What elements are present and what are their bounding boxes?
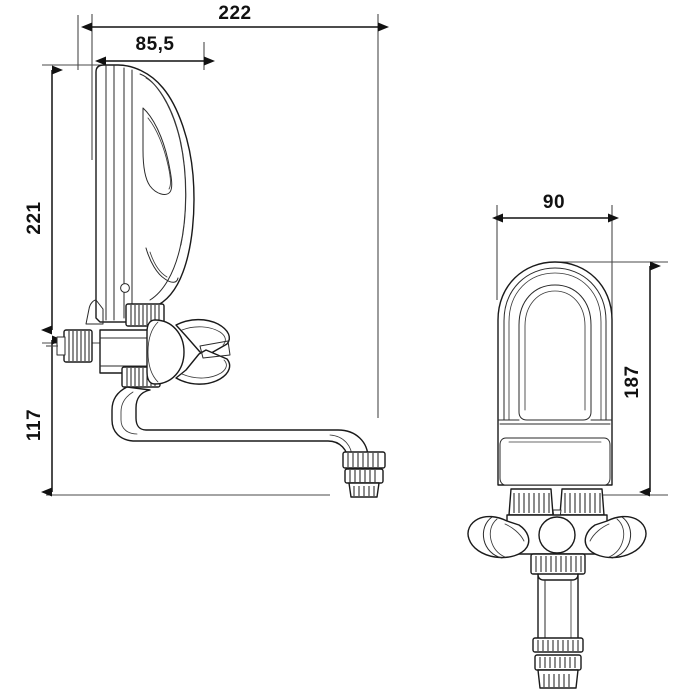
valve-handle-right-front [584,515,647,559]
dimension-label-187: 187 [622,365,643,398]
outlet-aerator-side [342,451,386,498]
valve-handle-left-front [467,515,530,559]
spout-side [111,386,369,473]
dimension-label-221: 221 [24,201,45,234]
valve-handle-side [175,318,231,385]
dimension-front-height: 187 [622,261,661,497]
dimension-label-222: 222 [218,3,251,24]
downpipe-front [537,573,579,641]
dimension-spout-height: 117 [24,335,63,497]
side-view-group: 222 85,5 221 117 [24,3,389,498]
dimension-label-90: 90 [543,192,565,213]
knurled-nut-center-front [530,553,586,575]
heater-body-front [497,261,613,486]
dimension-body-height: 221 [24,65,63,335]
front-view-group: 90 187 [467,192,668,689]
knurled-nut-left-side [46,329,93,363]
knurled-nut-right-front [559,488,605,516]
dimension-body-depth: 85,5 [95,34,215,66]
heater-body-side [85,64,195,325]
knurled-nut-left-front [508,488,554,516]
outlet-aerator-front [532,637,584,689]
valve-block-side [46,303,231,388]
dimension-label-85-5: 85,5 [136,34,175,55]
dimension-label-117: 117 [24,409,45,441]
valve-manifold-front [467,488,647,689]
side-view-extension-lines [42,14,379,496]
dimension-overall-depth: 222 [81,3,389,32]
dimension-body-width: 90 [492,192,619,223]
